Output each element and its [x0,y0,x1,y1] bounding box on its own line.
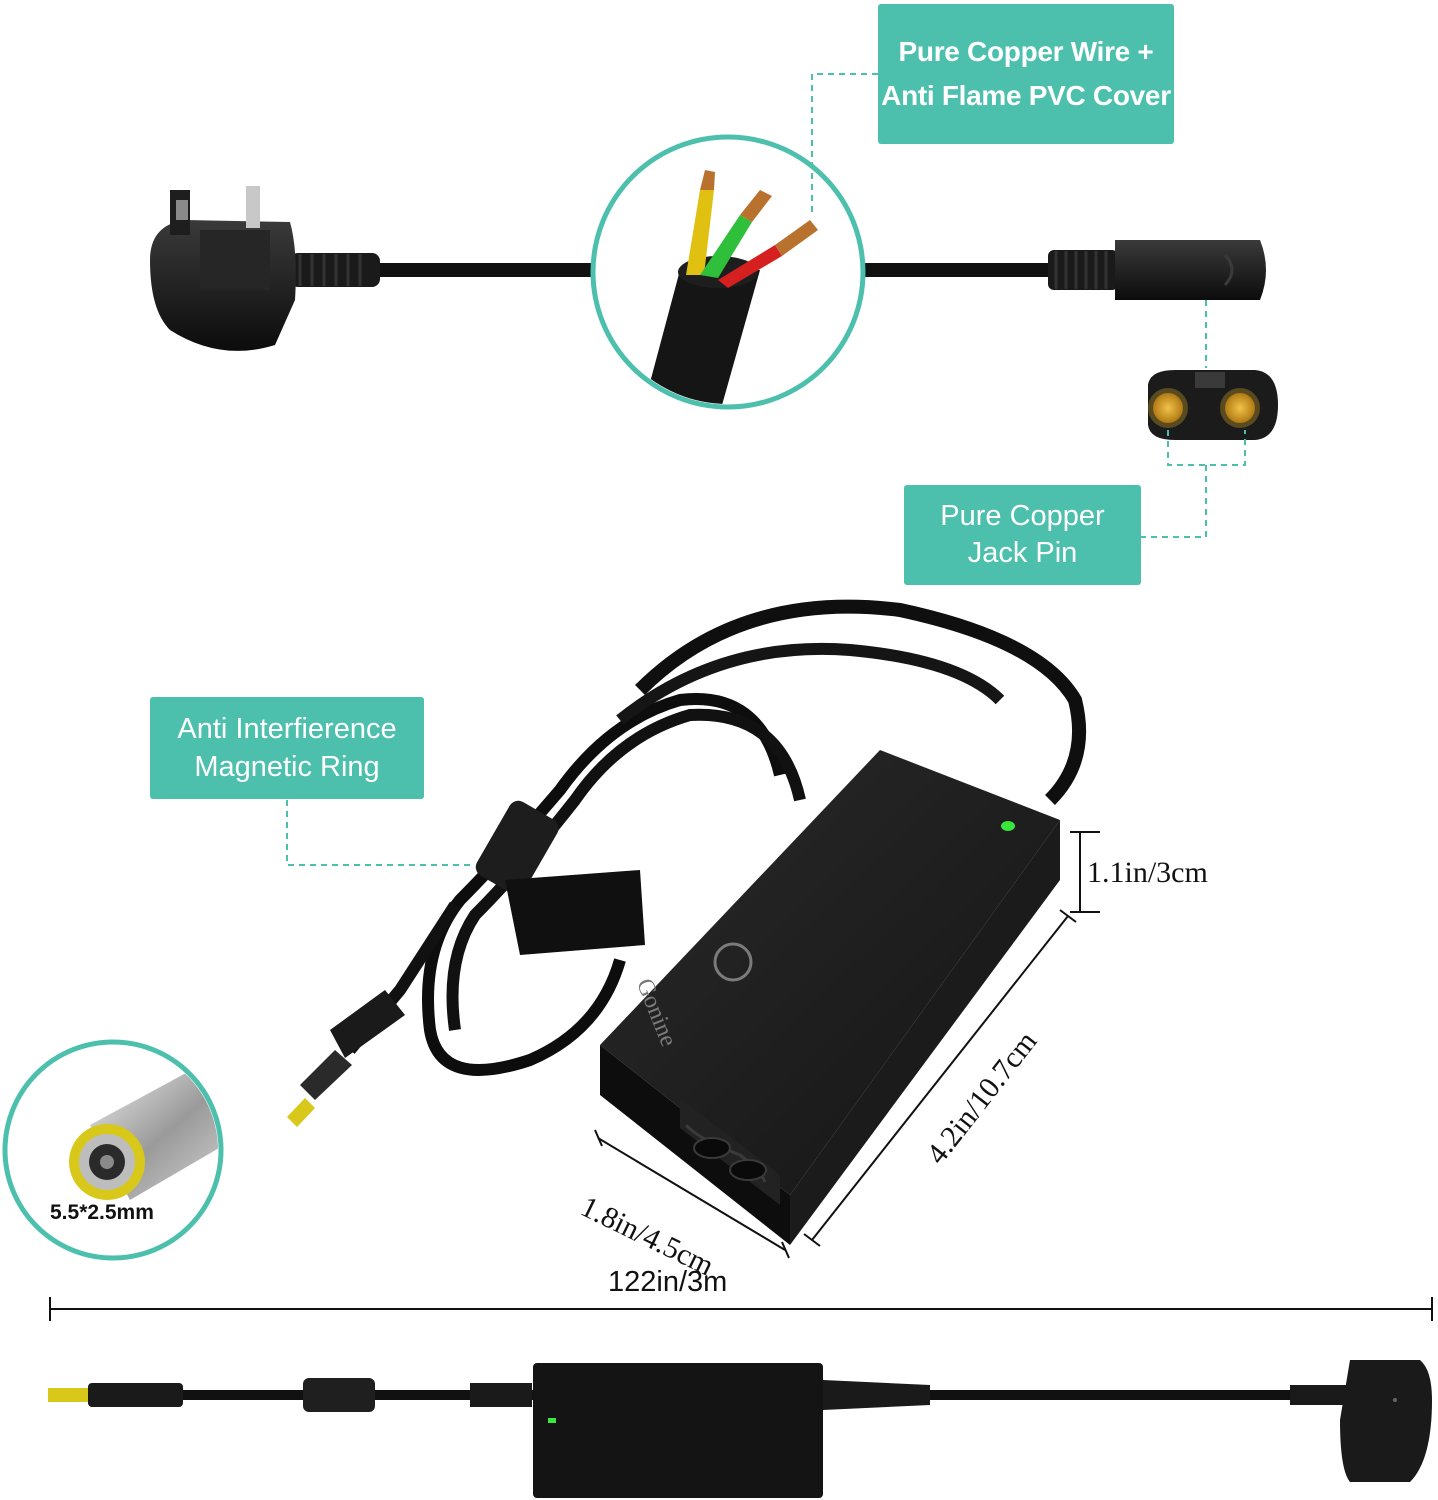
callout-magnetic-ring-line2: Magnetic Ring [194,751,380,783]
callout-magnetic-ring-line1: Anti Interfierence [177,713,397,745]
height-dimension-label: 1.1in/3cm [1087,856,1208,889]
dc-tip-closeup [2,1039,224,1261]
uk-power-cord [150,134,1278,440]
callout-copper-wire-line2: Anti Flame PVC Cover [881,80,1171,111]
dc-plug-barrel [287,990,405,1127]
callout-jack-pin-line2: Jack Pin [967,537,1078,569]
plug-strain-relief [290,253,380,287]
callout-copper-wire: Pure Copper Wire + Anti Flame PVC Cover [878,4,1174,144]
velcro-strap [505,870,645,955]
cable-length-label: 122in/3m [608,1266,728,1298]
ac-inlet [684,1123,767,1183]
c7-connector [1048,240,1266,300]
callout-jack-pin: Pure Copper Jack Pin [904,485,1141,585]
callout-copper-wire-line1: Pure Copper Wire + [898,36,1154,67]
brand-logo [713,942,753,982]
ferrite-ring [475,800,559,895]
led-indicator [1001,821,1015,831]
callout-magnetic-ring: Anti Interfierence Magnetic Ring [150,697,424,799]
uk-plug [150,186,296,351]
wire-cross-section-circle [590,134,866,410]
adapter-brick [600,750,1060,1245]
dimension-lines [49,831,1433,1321]
full-length-view [48,1360,1432,1498]
callout-jack-pin-line1: Pure Copper [940,500,1105,532]
tip-size-label: 5.5*2.5mm [50,1201,154,1224]
power-adapter [287,599,1087,1245]
callout-leader-lines [286,73,1246,866]
c7-pin-face [1148,370,1278,440]
